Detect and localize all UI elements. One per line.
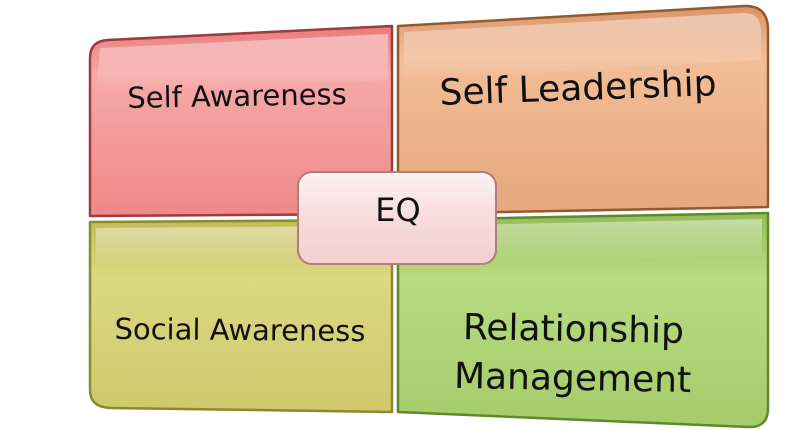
center-eq-box <box>297 171 497 265</box>
label-eq: EQ <box>375 191 421 229</box>
quadrant-social-awareness <box>88 218 394 414</box>
shine-tr <box>404 13 761 80</box>
label-social-awareness: Social Awareness <box>114 311 366 349</box>
label-relationship-management: Relationship Management <box>417 303 729 406</box>
label-relationship-line1: Relationship <box>462 307 685 352</box>
label-relationship-line2: Management <box>453 355 692 401</box>
quadrant-relationship-management <box>396 211 770 429</box>
shine-tl <box>96 34 388 92</box>
label-self-awareness: Self Awareness <box>126 77 348 115</box>
